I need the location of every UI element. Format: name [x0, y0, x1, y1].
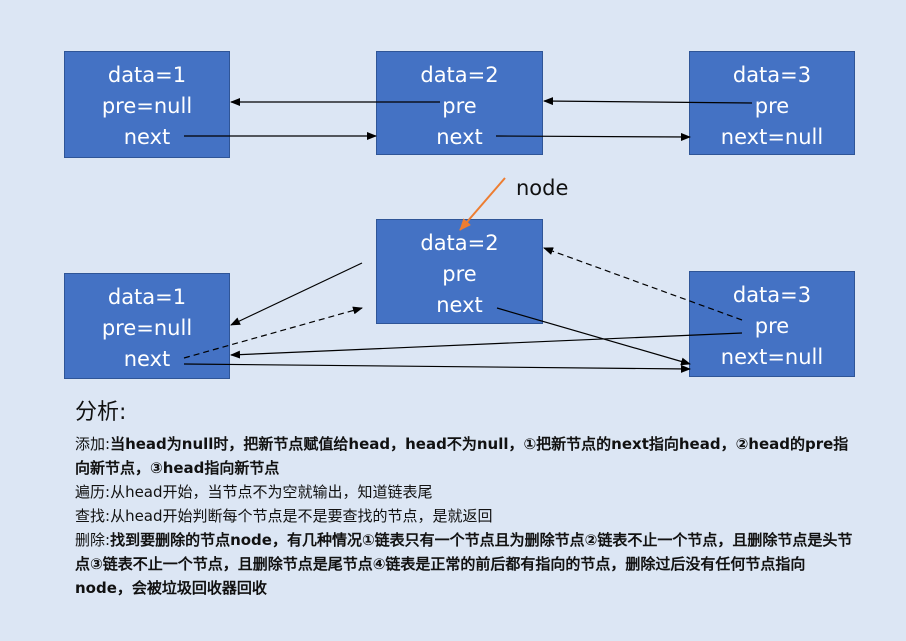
bottom-node-3: data=3 pre next=null: [689, 271, 855, 377]
analysis-add: 添加:当head为null时，把新节点赋值给head，head不为null，①把…: [75, 432, 855, 480]
node-next: next=null: [720, 345, 824, 369]
node-data: data=3: [732, 283, 812, 307]
node-next: next: [123, 347, 171, 371]
top-n3-pre-to-n2-arrow: [543, 97, 753, 106]
traverse-label: 遍历:: [75, 483, 111, 501]
analysis-find: 查找:从head开始判断每个节点是不是要查找的节点，是就返回: [75, 504, 855, 528]
add-label: 添加:: [75, 435, 111, 453]
node-next: next: [436, 125, 483, 149]
node-pointer-label: node: [516, 176, 569, 200]
n2-pre-to-n1-arrow: [230, 262, 363, 326]
n2-next-to-n3-arrow: [496, 307, 691, 366]
node-pointer-arrow: [459, 177, 506, 231]
delete-label: 删除:: [75, 531, 111, 549]
n3-pre-to-n2-dashed-arrow: [543, 247, 743, 321]
analysis-traverse: 遍历:从head开始，当节点不为空就输出，知道链表尾: [75, 480, 855, 504]
node-data: data=2: [420, 63, 499, 87]
node-next: next=null: [720, 125, 824, 149]
node-pre: pre: [754, 94, 790, 118]
node-next: next: [436, 293, 483, 317]
node-data: data=1: [107, 285, 187, 309]
node-data: data=3: [732, 63, 812, 87]
find-text: 从head开始判断每个节点是不是要查找的节点，是就返回: [110, 507, 493, 525]
bottom-node-2: data=2 pre next: [376, 219, 543, 324]
top-node-1: data=1 pre=null next: [64, 51, 230, 158]
node-data: data=2: [420, 231, 499, 255]
node-pre: pre=null: [101, 94, 193, 118]
n1-next-to-n3-arrow: [183, 363, 691, 373]
bottom-node-1: data=1 pre=null next: [64, 273, 230, 379]
delete-text: 找到要删除的节点node，有几种情况①链表只有一个节点且为删除节点②链表不止一个…: [75, 531, 853, 597]
node-next: next: [123, 125, 171, 149]
analysis-notes: 分析: 添加:当head为null时，把新节点赋值给head，head不为nul…: [75, 398, 855, 600]
add-text: 当head为null时，把新节点赋值给head，head不为null，①把新节点…: [75, 435, 849, 477]
analysis-heading: 分析:: [75, 400, 127, 425]
node-pre: pre: [754, 314, 790, 338]
top-node-2: data=2 pre next: [376, 51, 543, 155]
top-n2-next-to-n3-arrow: [495, 132, 691, 141]
node-pre: pre=null: [101, 316, 193, 340]
traverse-text: 从head开始，当节点不为空就输出，知道链表尾: [110, 483, 433, 501]
node-data: data=1: [107, 63, 187, 87]
n1-next-to-n2-dashed-arrow: [183, 306, 363, 359]
node-pre: pre: [442, 94, 477, 118]
analysis-delete: 删除:找到要删除的节点node，有几种情况①链表只有一个节点且为删除节点②链表不…: [75, 528, 855, 600]
node-pre: pre: [442, 262, 477, 286]
n3-pre-to-n1-arrow: [230, 332, 743, 359]
find-label: 查找:: [75, 507, 111, 525]
